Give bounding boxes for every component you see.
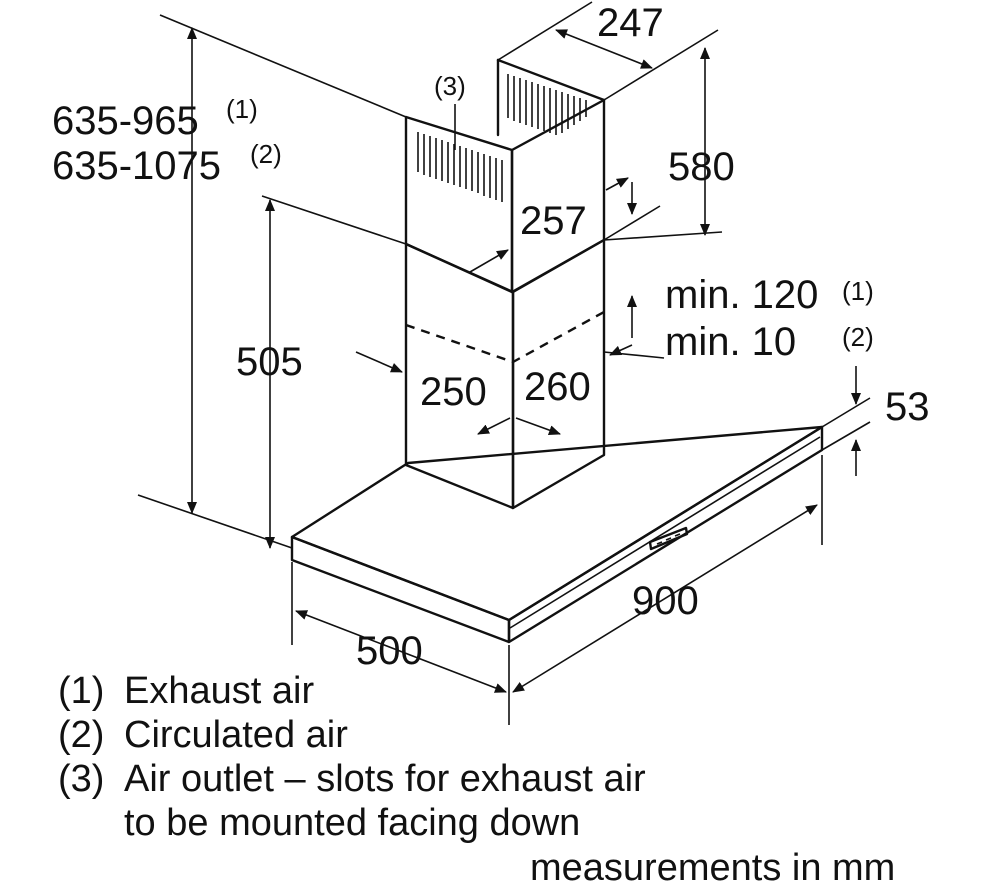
total-height-exhaust-label: 635-965 — [52, 99, 199, 143]
legend: (1) Exhaust air (2) Circulated air (3) A… — [58, 670, 646, 844]
total-height-exhaust-ref: (1) — [226, 94, 258, 124]
upper-chimney-width-label: 247 — [597, 1, 664, 45]
legend-text-1: Exhaust air — [124, 670, 314, 712]
hood-width-label: 900 — [632, 579, 699, 623]
air-outlet-ref: (3) — [434, 71, 466, 101]
hood-depth-label: 500 — [356, 629, 423, 673]
legend-text-2: Circulated air — [124, 714, 348, 756]
clearance-circulated-label: min. 10 — [665, 320, 796, 364]
upper-chimney-height-label: 580 — [668, 145, 735, 189]
lower-chimney-height-label: 505 — [236, 340, 303, 384]
legend-ref-2: (2) — [58, 714, 104, 756]
clearance-circulated-ref: (2) — [842, 322, 874, 352]
canopy-thickness-label: 53 — [885, 385, 930, 429]
clearance-exhaust-label: min. 120 — [665, 273, 818, 317]
air-outlet-slots-front — [417, 132, 503, 202]
air-outlet-slots-back — [507, 74, 587, 135]
lower-chimney-depth-label: 250 — [420, 370, 487, 414]
legend-text-3: Air outlet – slots for exhaust air — [124, 758, 646, 800]
legend-ref-3: (3) — [58, 758, 104, 800]
units-note: measurements in mm — [530, 847, 895, 887]
total-height-circulated-label: 635-1075 — [52, 144, 221, 188]
clearance-exhaust-ref: (1) — [842, 276, 874, 306]
upper-chimney-depth-label: 257 — [520, 199, 587, 243]
legend-text-3-cont: to be mounted facing down — [124, 802, 580, 844]
lower-chimney-width-label: 260 — [524, 365, 591, 409]
total-height-circulated-ref: (2) — [250, 139, 282, 169]
legend-ref-1: (1) — [58, 670, 104, 712]
hood-outline — [290, 425, 824, 644]
dimension-arrows — [187, 27, 861, 693]
